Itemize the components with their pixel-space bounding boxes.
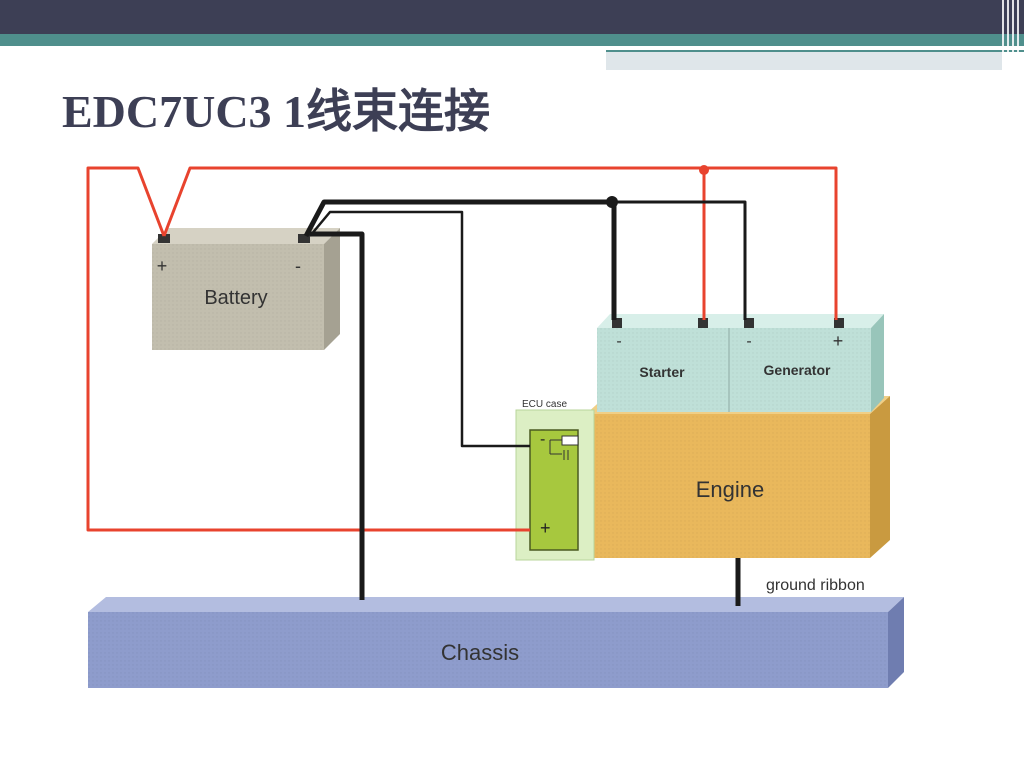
starter-minus-label: - bbox=[616, 333, 621, 350]
starter-label: Starter bbox=[639, 364, 685, 380]
slide-title: EDC7UC3 1线束连接 bbox=[62, 86, 491, 137]
starter-generator: Starter Generator - - + bbox=[597, 314, 884, 412]
battery-minus-label: - bbox=[295, 256, 301, 276]
engine-label: Engine bbox=[696, 477, 765, 502]
battery-plus-label: + bbox=[157, 256, 168, 276]
ecu-plus-label: + bbox=[540, 518, 551, 538]
generator-plus-label: + bbox=[833, 331, 844, 351]
chassis-label: Chassis bbox=[441, 640, 519, 665]
ecu-case: ECU case - + bbox=[515, 399, 595, 561]
header-light-band bbox=[606, 52, 1002, 70]
generator-minus-label: - bbox=[746, 333, 751, 350]
header-divider bbox=[0, 46, 606, 50]
ecu-minus-label: - bbox=[540, 431, 545, 448]
ground-ribbon-label: ground ribbon bbox=[766, 577, 865, 594]
positive-wires bbox=[86, 165, 838, 532]
engine: Engine bbox=[586, 396, 890, 558]
header-accent-bar bbox=[0, 34, 1024, 46]
header-bar bbox=[0, 0, 1024, 34]
generator-label: Generator bbox=[764, 362, 831, 378]
header-thin-line bbox=[606, 50, 1024, 52]
battery-label: Battery bbox=[204, 287, 267, 309]
battery: + - Battery bbox=[152, 228, 340, 350]
chassis: Chassis bbox=[88, 597, 904, 688]
header-stripes bbox=[998, 0, 1024, 70]
ecu-case-label: ECU case bbox=[522, 399, 567, 410]
ground-wires bbox=[303, 196, 747, 606]
